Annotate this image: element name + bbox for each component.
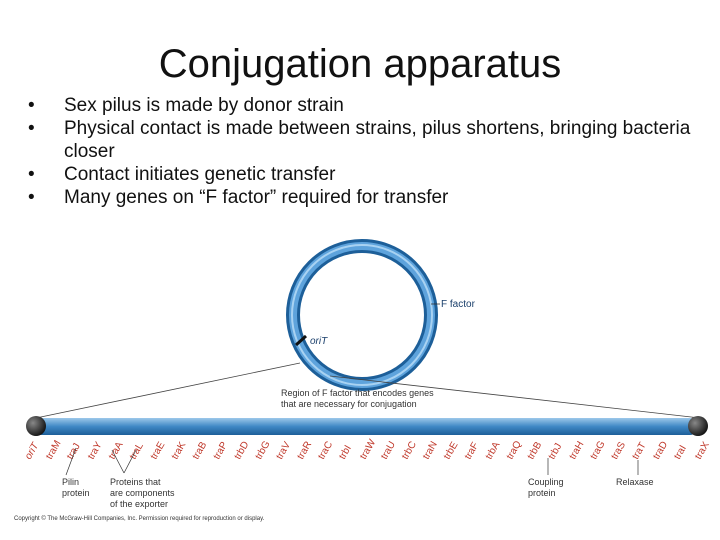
gene-label-traG: traG: [588, 439, 607, 462]
gene-label-traM: traM: [44, 439, 64, 462]
exporter-leader-b: [123, 449, 137, 474]
expansion-line-right: [329, 375, 701, 419]
gene-label-trbE: trbE: [442, 440, 461, 462]
gene-label-trbC: trbC: [400, 440, 419, 462]
gene-label-traJ: traJ: [65, 442, 83, 462]
coupling-label-1: Coupling: [528, 477, 564, 487]
exporter-label-2: are components: [110, 488, 175, 498]
bullet-item: •Contact initiates genetic transfer: [28, 164, 336, 185]
gene-label-traC: traC: [316, 440, 335, 462]
bullet-dot-icon: •: [28, 164, 35, 185]
bar-end-left: [26, 416, 46, 436]
gene-label-traP: traP: [212, 440, 231, 462]
region-label-line2: that are necessary for conjugation: [281, 399, 417, 409]
gene-region-bar: [34, 418, 698, 435]
oriT-marker: [294, 334, 308, 347]
gene-label-traK: traK: [170, 440, 189, 462]
gene-label-traY: traY: [86, 440, 105, 462]
gene-label-traS: traS: [609, 440, 628, 462]
gene-label-trbB: trbB: [526, 440, 545, 462]
gene-label-traX: traX: [693, 440, 712, 462]
gene-label-traL: traL: [128, 441, 146, 462]
gene-label-trbA: trbA: [484, 440, 503, 462]
gene-label-traW: traW: [358, 437, 378, 461]
region-label-line1: Region of F factor that encodes genes: [281, 388, 434, 398]
gene-label-traD: traD: [651, 440, 670, 462]
pilin-label-2: protein: [62, 488, 90, 498]
gene-label-traI: traI: [672, 443, 689, 461]
exporter-label-1: Proteins that: [110, 477, 161, 487]
plasmid-ring-highlight: [289, 242, 435, 388]
bullet-list: •Sex pilus is made by donor strain •Phys…: [28, 94, 708, 209]
oriT-ring-label: oriT: [310, 336, 328, 347]
relaxase-label: Relaxase: [616, 477, 654, 487]
gene-label-traQ: traQ: [505, 439, 524, 462]
plasmid-ring-shine: [291, 244, 433, 386]
gene-label-trbG: trbG: [253, 439, 272, 462]
gene-label-traH: traH: [567, 440, 586, 462]
gene-label-oriT: oriT: [23, 440, 42, 461]
gene-label-trbD: trbD: [232, 440, 251, 462]
copyright-notice: Copyright © The McGraw-Hill Companies, I…: [14, 515, 265, 522]
f-factor-label: F factor: [441, 299, 476, 310]
pilin-leader: [65, 447, 77, 476]
bar-end-right: [688, 416, 708, 436]
gene-label-traB: traB: [191, 440, 210, 462]
slide-title: Conjugation apparatus: [158, 42, 562, 86]
exporter-label-3: of the exporter: [110, 499, 168, 509]
gene-label-trbJ: trbJ: [547, 442, 565, 462]
gene-label-traE: traE: [149, 440, 168, 462]
bullet-item: •Many genes on “F factor” required for t…: [28, 187, 449, 208]
gene-label-traF: traF: [463, 441, 481, 462]
bullet-dot-icon: •: [28, 95, 35, 116]
bullet-dot-icon: •: [28, 187, 35, 208]
gene-label-traV: traV: [274, 440, 293, 462]
bullet-item: •Sex pilus is made by donor strain: [28, 95, 344, 116]
exporter-leader-a: [111, 449, 125, 474]
gene-label-traT: traT: [630, 441, 648, 462]
gene-label-trbI: trbI: [337, 443, 354, 461]
pilin-label-1: Pilin: [62, 477, 79, 487]
bullet-dot-icon: •: [28, 118, 35, 139]
gene-label-traU: traU: [379, 440, 398, 462]
bullet-item: •Physical contact is made between strain…: [28, 118, 691, 162]
expansion-line-left: [35, 362, 301, 419]
coupling-label-2: protein: [528, 488, 556, 498]
gene-label-traR: traR: [295, 440, 314, 462]
gene-label-traN: traN: [421, 440, 440, 462]
